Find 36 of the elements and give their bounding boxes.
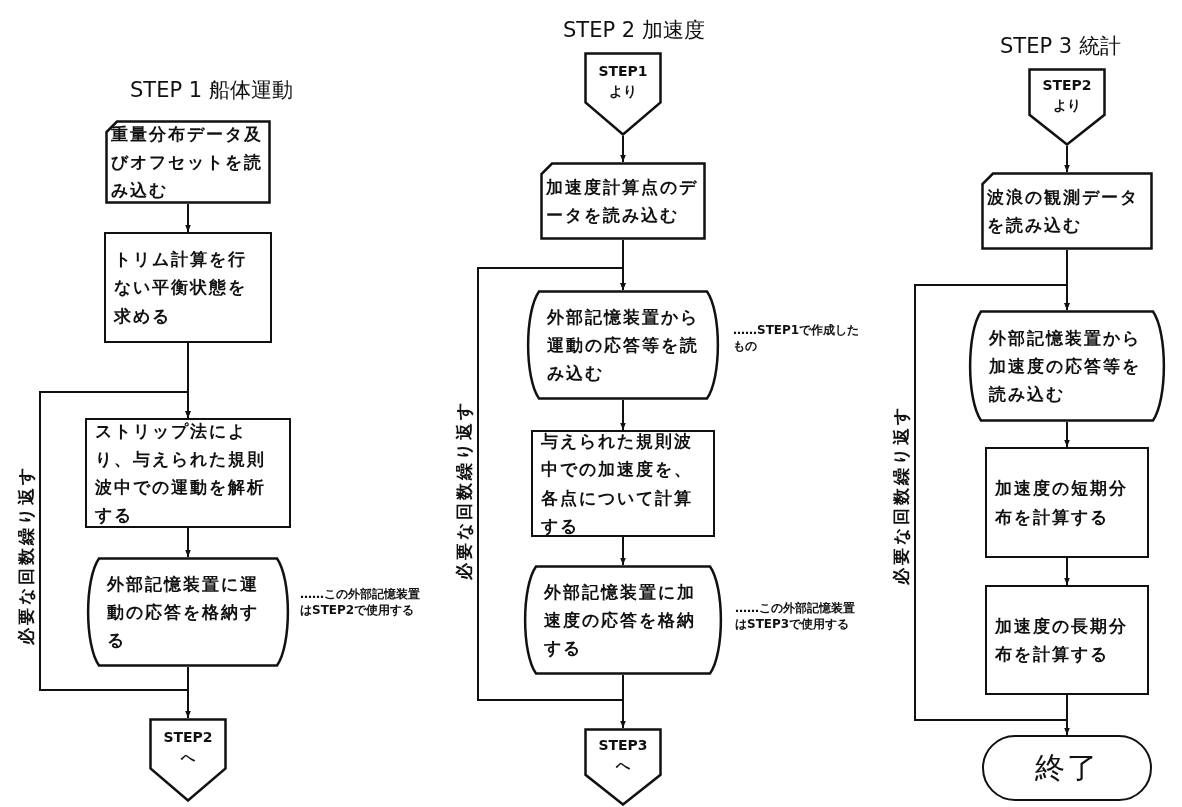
step-heading: STEP 3 統計 (1000, 33, 1121, 60)
arrow (620, 135, 626, 163)
arrow (185, 527, 191, 558)
arrow (914, 284, 1070, 721)
arrow (1064, 694, 1070, 736)
offpage-connector: STEP3へ (584, 728, 662, 806)
annotation-text: ……この外部記憶装置はSTEP3で使用する (735, 600, 856, 633)
arrow (39, 391, 191, 691)
process-box: 加速度の長期分布を計算する (985, 585, 1149, 695)
annotation-text: ……STEP1で作成したもの (733, 322, 861, 355)
input-card: 波浪の観測データを読み込む (981, 172, 1153, 250)
step-heading: STEP 1 船体運動 (130, 77, 293, 104)
arrow (620, 399, 626, 431)
edge-label: 必要な回数繰り返す (454, 400, 474, 580)
arrow (185, 203, 191, 233)
process-box: トリム計算を行ない平衡状態を求める (104, 232, 272, 343)
arrow (620, 536, 626, 566)
offpage-connector: STEP1より (584, 52, 662, 136)
edge-label: 必要な回数繰り返す (16, 465, 36, 645)
arrow (620, 674, 626, 729)
arrow (185, 666, 191, 719)
input-card: 加速度計算点のデータを読み込む (540, 162, 706, 240)
arrow (1064, 145, 1070, 173)
arrow (477, 267, 626, 701)
terminator: 終了 (982, 735, 1152, 801)
input-card: 重量分布データ及びオフセットを読み込む (105, 120, 271, 204)
offpage-connector: STEP2へ (149, 718, 227, 802)
process-box: 与えられた規則波中での加速度を、各点について計算する (531, 430, 715, 537)
process-box: 加速度の短期分布を計算する (985, 447, 1149, 558)
arrow (1064, 557, 1070, 586)
arrow (1064, 421, 1070, 448)
offpage-connector: STEP2より (1028, 68, 1106, 146)
step-heading: STEP 2 加速度 (563, 17, 705, 44)
annotation-text: ……この外部記憶装置はSTEP2で使用する (300, 586, 421, 619)
edge-label: 必要な回数繰り返す (891, 405, 911, 585)
process-box: ストリップ法により、与えられた規則波中での運動を解析する (85, 418, 291, 528)
